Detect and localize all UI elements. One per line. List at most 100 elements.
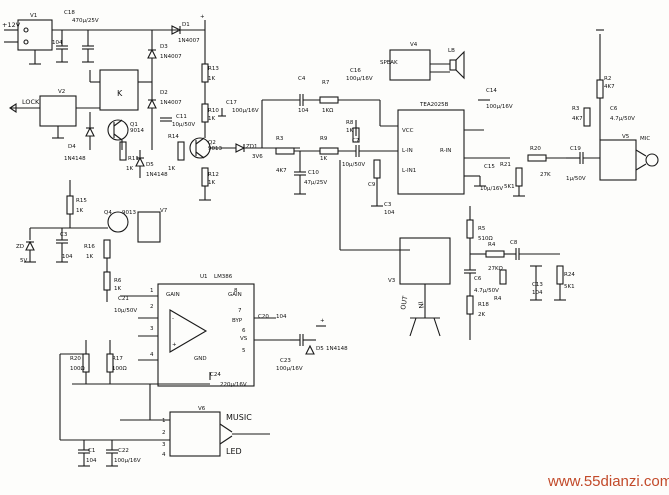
lock-label: LOCK xyxy=(22,98,40,106)
svg-text:1N4148: 1N4148 xyxy=(64,156,86,162)
svg-text:4K7: 4K7 xyxy=(572,116,583,122)
svg-text:V1: V1 xyxy=(30,13,37,19)
u2-body xyxy=(397,109,465,195)
svg-text:R9: R9 xyxy=(320,136,328,142)
svg-text:5K1: 5K1 xyxy=(504,184,515,190)
svg-text:C1: C1 xyxy=(88,448,95,454)
svg-text:100Ω: 100Ω xyxy=(70,366,85,372)
svg-text:510Ω: 510Ω xyxy=(478,236,493,242)
capacitor-c17: C17 100μ/16V xyxy=(218,100,259,117)
svg-text:104: 104 xyxy=(384,210,395,216)
svg-text:1K: 1K xyxy=(76,208,83,214)
svg-text:R5: R5 xyxy=(478,226,486,232)
svg-text:R16: R16 xyxy=(84,244,95,250)
svg-text:4K7: 4K7 xyxy=(604,84,615,90)
diode-d4: D4 1N4148 xyxy=(64,112,95,162)
svg-text:V5: V5 xyxy=(622,134,630,140)
svg-text:C19: C19 xyxy=(570,146,581,152)
svg-text:C7: C7 xyxy=(352,138,360,144)
svg-text:R7: R7 xyxy=(322,80,330,86)
svg-text:R20: R20 xyxy=(530,146,541,152)
svg-text:104: 104 xyxy=(532,290,543,296)
capacitor-c18: C18 470μ/25V 104 xyxy=(52,10,99,63)
svg-text:1KΩ: 1KΩ xyxy=(322,108,333,114)
svg-text:1K: 1K xyxy=(208,76,215,82)
svg-text:R3: R3 xyxy=(572,106,580,112)
capacitor-c11: C11 10μ/50V xyxy=(160,114,195,128)
svg-text:100μ/16V: 100μ/16V xyxy=(486,104,513,110)
svg-text:-: - xyxy=(172,316,174,322)
svg-text:R6: R6 xyxy=(114,278,122,284)
svg-text:104: 104 xyxy=(62,254,73,260)
svg-text:4.7μ/50V: 4.7μ/50V xyxy=(610,116,635,122)
svg-text:C13: C13 xyxy=(532,282,543,288)
led-label: LED xyxy=(226,447,242,456)
svg-text:C24: C24 xyxy=(210,372,221,378)
u2-part: TEA2025B xyxy=(419,102,449,108)
mic-input: C19 1μ/50V V5 MIC R2 4K7 R3 4K7 C6 4.7μ/… xyxy=(566,29,659,182)
out-label: OUT xyxy=(399,295,409,310)
microphone-icon xyxy=(645,153,659,167)
svg-text:1K: 1K xyxy=(126,166,133,172)
svg-text:MIC: MIC xyxy=(640,136,650,142)
svg-text:GAIN: GAIN xyxy=(166,292,180,298)
music-label: MUSIC xyxy=(226,413,252,422)
svg-text:V6: V6 xyxy=(198,406,206,412)
zener-section: R15 1K ZD 5V C3 104 Q4 9013 V7 R16 1K R6… xyxy=(16,180,168,302)
svg-text:104: 104 xyxy=(276,314,287,320)
svg-text:3V6: 3V6 xyxy=(252,154,263,160)
svg-text:4: 4 xyxy=(150,352,154,358)
svg-text:9014: 9014 xyxy=(130,128,144,134)
power-input: +12V V1 xyxy=(2,13,178,65)
zener-zd1: ZD1 3V6 xyxy=(210,143,300,160)
svg-text:C20: C20 xyxy=(258,314,269,320)
svg-text:104: 104 xyxy=(52,40,63,46)
svg-text:C23: C23 xyxy=(280,358,291,364)
svg-text:L-IN: L-IN xyxy=(402,148,413,154)
svg-text:1K: 1K xyxy=(208,180,215,186)
svg-text:R24: R24 xyxy=(564,272,575,278)
u1-body xyxy=(157,283,255,387)
svg-text:C17: C17 xyxy=(226,100,237,106)
svg-text:100μ/16V: 100μ/16V xyxy=(346,76,373,82)
svg-text:8: 8 xyxy=(234,288,238,294)
resistors-r13-r10: R13 1K R10 1K R12 1K xyxy=(199,30,219,201)
svg-text:L-IN1: L-IN1 xyxy=(402,168,416,174)
svg-text:C21: C21 xyxy=(118,296,129,302)
svg-text:1N4148: 1N4148 xyxy=(146,172,168,178)
svg-text:10μ/16V: 10μ/16V xyxy=(480,186,503,192)
svg-text:+: + xyxy=(320,318,325,324)
resistors-r19-r17: R20 100Ω R17 100Ω xyxy=(70,340,210,385)
svg-text:C6: C6 xyxy=(610,106,618,112)
svg-text:10μ/50V: 10μ/50V xyxy=(114,308,137,314)
svg-text:C10: C10 xyxy=(308,170,319,176)
svg-text:47μ/25V: 47μ/25V xyxy=(304,180,327,186)
svg-text:C6: C6 xyxy=(474,276,482,282)
svg-text:C9: C9 xyxy=(368,182,376,188)
svg-text:R18: R18 xyxy=(478,302,489,308)
svg-text:4.7μ/50V: 4.7μ/50V xyxy=(474,288,499,294)
svg-text:4: 4 xyxy=(162,452,166,458)
watermark: www.55dianzi.com xyxy=(547,473,669,490)
svg-text:4K7: 4K7 xyxy=(276,168,287,174)
svg-text:5V: 5V xyxy=(20,258,27,264)
diode-d5-d6: D5 1N4148 xyxy=(135,150,168,178)
svg-text:C3: C3 xyxy=(60,232,68,238)
capacitor-c14: C14 100μ/16V xyxy=(478,88,513,110)
svg-text:1μ/50V: 1μ/50V xyxy=(566,176,586,182)
svg-text:BYP: BYP xyxy=(232,318,243,324)
svg-text:LB: LB xyxy=(448,48,455,54)
u1-part: LM386 xyxy=(214,274,233,280)
svg-text:1: 1 xyxy=(162,418,166,424)
svg-text:1N4148: 1N4148 xyxy=(326,346,348,352)
connector-v4 xyxy=(389,49,431,81)
svg-text:V4: V4 xyxy=(410,42,418,48)
svg-text:1K: 1K xyxy=(114,286,121,292)
svg-text:7: 7 xyxy=(238,308,242,314)
svg-text:100Ω: 100Ω xyxy=(112,366,127,372)
svg-text:ZD1: ZD1 xyxy=(246,144,258,150)
svg-text:R8: R8 xyxy=(346,120,354,126)
svg-text:10μ/50V: 10μ/50V xyxy=(342,162,365,168)
svg-text:D2: D2 xyxy=(160,90,168,96)
